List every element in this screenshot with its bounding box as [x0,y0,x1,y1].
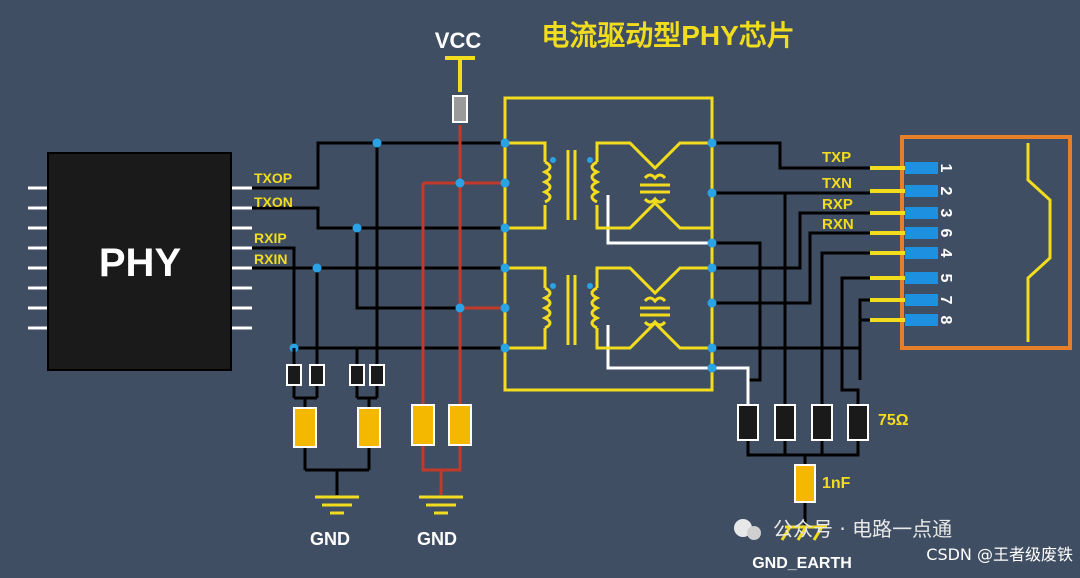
phy-chip-label: PHY [99,241,182,285]
vcc-label: VCC [435,28,482,53]
phy-pin-labels: TXOP TXON RXIP RXIN [254,170,293,267]
signal-label-txn: TXN [822,175,852,192]
phy-chip-pins [28,186,252,330]
phy-chip: PHY [28,152,252,371]
resistor-75-4 [847,404,869,441]
pin-number-1: 1 [937,164,954,173]
csdn-watermark: CSDN @王者级废铁 [926,545,1073,564]
center-tap-wires [606,195,750,405]
connector-signal-labels: TXP TXN RXP RXN [822,149,854,233]
signal-label-rxp: RXP [822,196,853,213]
vcc-symbol: VCC [435,28,482,123]
gnd-label-left: GND [310,529,350,549]
connector-latch-outline [1026,143,1052,342]
left-resistor-3 [349,364,365,386]
gnd-label-right: GND [417,529,457,549]
signal-wires [252,141,870,525]
connector-pin-numbers: 1 2 3 6 4 5 7 8 [937,164,954,325]
rj45-connector: 1 2 3 6 4 5 7 8 [870,135,1072,350]
left-resistor-2 [309,364,325,386]
pin-number-5: 5 [937,274,954,283]
vcc-capacitor-1 [411,404,435,446]
pin-label-rxin: RXIN [254,251,287,267]
vcc-capacitor-2 [448,404,472,446]
left-terminations [286,348,472,495]
connector-pins [905,162,938,326]
left-resistor-1 [286,364,302,386]
page-title: 电流驱动型PHY芯片 [541,20,795,51]
pin-number-2: 2 [937,187,954,196]
pin-number-3: 3 [937,209,954,218]
gnd-symbol-left: GND [310,495,359,549]
resistor-75-2 [774,404,796,441]
left-capacitor-1 [293,407,317,448]
wechat-account-text: 公众号 · 电路一点通 [773,517,952,541]
resistor-value-label: 75Ω [878,412,909,429]
magnetics-module [503,96,714,392]
pin-number-8: 8 [937,316,954,325]
gnd-symbol-right: GND [417,495,463,549]
resistor-75-3 [811,404,833,441]
signal-label-rxn: RXN [822,216,854,233]
pin-label-txon: TXON [254,194,293,210]
pin-number-4: 4 [937,249,954,258]
gnd-earth-symbol: GND_EARTH [752,525,852,572]
vcc-ferrite-bead [452,95,468,123]
pin-label-txop: TXOP [254,170,292,186]
bob-smith-resistors: 75Ω [737,404,909,441]
left-resistor-4 [369,364,385,386]
gnd-earth-label: GND_EARTH [752,555,852,572]
resistor-75-1 [737,404,759,441]
pin-number-7: 7 [937,296,954,305]
junction-dots [289,138,717,373]
pin-number-6: 6 [937,229,954,238]
earth-capacitor: 1nF [794,464,851,503]
pin-label-rxip: RXIP [254,230,287,246]
watermark-wechat: 公众号 · 电路一点通 [734,517,952,541]
signal-label-txp: TXP [822,149,851,166]
capacitor-value-label: 1nF [822,475,851,492]
left-capacitor-2 [357,407,381,448]
